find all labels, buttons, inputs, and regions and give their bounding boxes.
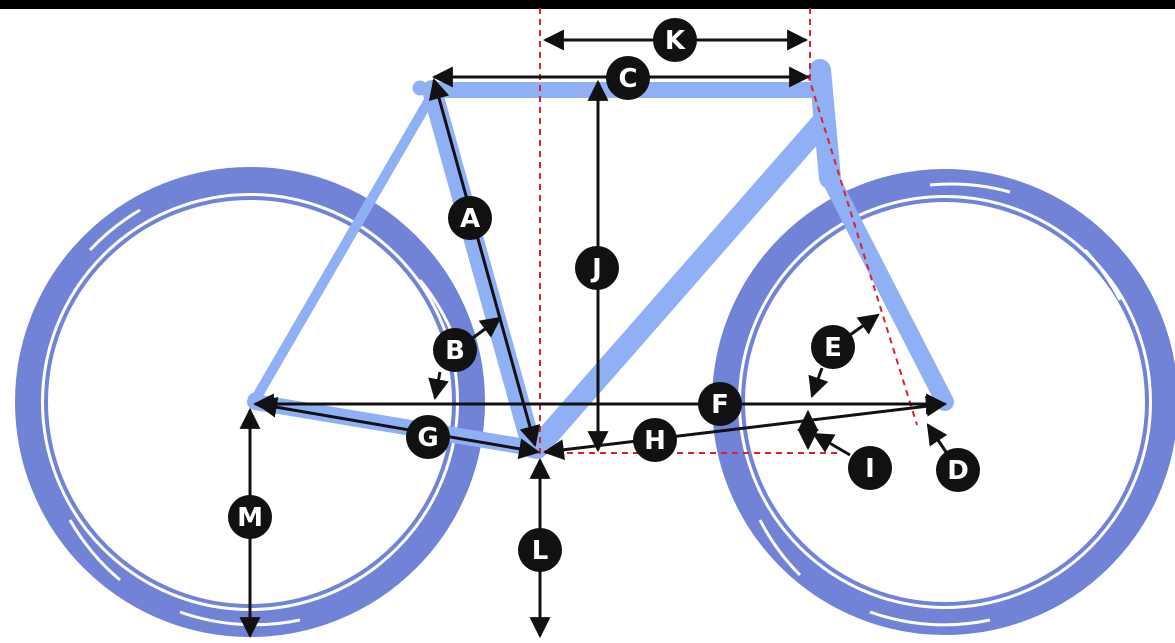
badge-j: J [575, 246, 619, 290]
badge-b: B [433, 328, 477, 372]
label-j: J [590, 254, 602, 284]
badge-g: G [406, 415, 450, 459]
badge-d: D [936, 448, 980, 492]
badge-k: K [653, 18, 697, 62]
badge-f: F [698, 382, 742, 426]
badge-c: C [606, 56, 650, 100]
label-e: E [824, 333, 842, 363]
badge-m: M [228, 495, 272, 539]
badge-i: I [848, 446, 892, 490]
label-g: G [417, 423, 438, 453]
badge-a: A [448, 196, 492, 240]
label-c: C [618, 64, 637, 94]
badge-l: L [518, 528, 562, 572]
label-h: H [644, 426, 666, 456]
label-i: I [865, 454, 875, 484]
label-d: D [947, 456, 969, 486]
label-b: B [445, 336, 465, 366]
label-k: K [665, 26, 686, 56]
badge-e: E [811, 325, 855, 369]
badge-h: H [633, 418, 677, 462]
label-m: M [237, 503, 263, 533]
label-f: F [711, 390, 729, 420]
label-a: A [460, 204, 480, 234]
label-l: L [532, 536, 549, 566]
top-bar [0, 0, 1175, 9]
